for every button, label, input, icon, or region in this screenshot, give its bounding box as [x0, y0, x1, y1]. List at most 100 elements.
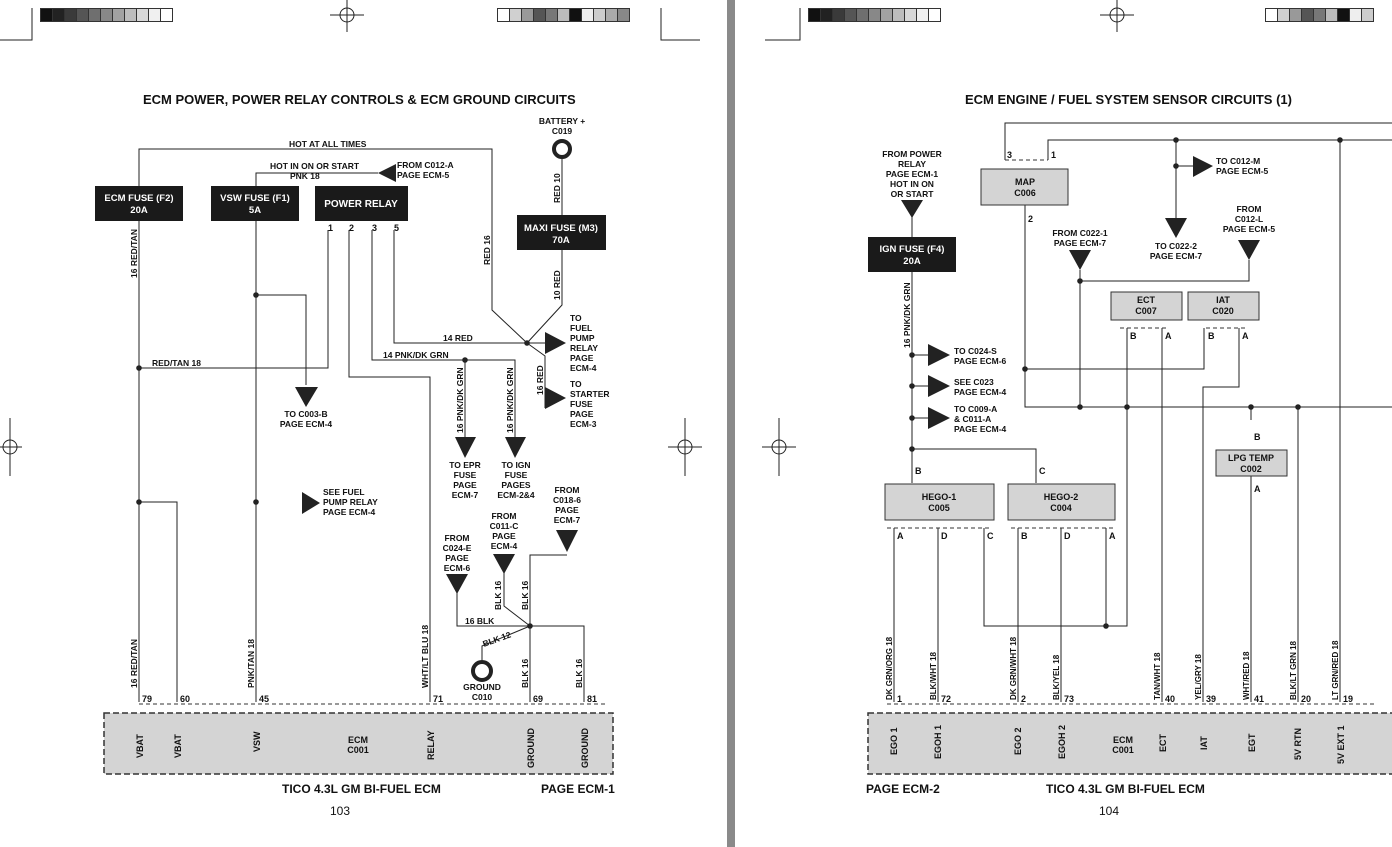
svg-text:C: C: [1039, 466, 1046, 476]
svg-text:FROM POWER: FROM POWER: [882, 149, 942, 159]
ecm-connector-c001: ECM C001 EGO 1 EGOH 1 EGO 2 EGOH 2 ECT I…: [867, 712, 1392, 775]
svg-text:C018-6: C018-6: [553, 495, 581, 505]
svg-text:C005: C005: [928, 503, 950, 513]
svg-text:A: A: [1165, 331, 1172, 341]
svg-text:PAGE ECM-1: PAGE ECM-1: [886, 169, 939, 179]
svg-text:BLK/YEL 18: BLK/YEL 18: [1052, 654, 1061, 700]
svg-text:41: 41: [1254, 694, 1264, 704]
svg-text:HOT IN ON: HOT IN ON: [890, 179, 934, 189]
iat-sensor-box: [1187, 291, 1260, 321]
ect-sensor-box: [1110, 291, 1183, 321]
svg-text:BLK 16: BLK 16: [574, 658, 584, 688]
svg-text:PAGE ECM-5: PAGE ECM-5: [1223, 224, 1276, 234]
svg-text:C001: C001: [1112, 745, 1134, 755]
svg-text:81: 81: [587, 694, 597, 704]
svg-text:20A: 20A: [130, 205, 148, 216]
svg-text:2: 2: [349, 223, 354, 233]
svg-text:C010: C010: [472, 692, 493, 702]
svg-text:TO C003-B: TO C003-B: [284, 409, 327, 419]
svg-text:PAGE: PAGE: [570, 409, 594, 419]
ign-fuse-box: IGN FUSE (F4) 20A: [868, 237, 956, 272]
svg-text:TO C012-M: TO C012-M: [1216, 156, 1260, 166]
lpg-temp-box: [1215, 449, 1288, 477]
footer-page-ref: PAGE ECM-2: [866, 782, 940, 796]
svg-text:ECT: ECT: [1158, 733, 1168, 752]
ground-terminal-icon: [471, 660, 493, 682]
svg-text:C002: C002: [1240, 464, 1262, 474]
svg-text:C024-E: C024-E: [443, 543, 472, 553]
svg-text:ECM-7: ECM-7: [452, 490, 479, 500]
relay-pins: 1 2 3 5: [328, 223, 399, 233]
svg-text:5: 5: [394, 223, 399, 233]
svg-text:1: 1: [328, 223, 333, 233]
svg-text:D: D: [941, 531, 948, 541]
svg-text:RED 10: RED 10: [552, 173, 562, 203]
svg-text:HEGO-2: HEGO-2: [1044, 492, 1079, 502]
svg-text:PAGE ECM-5: PAGE ECM-5: [1216, 166, 1269, 176]
wire-label: 16 PNK/DK GRN: [902, 282, 912, 348]
svg-text:10 RED: 10 RED: [552, 270, 562, 300]
svg-text:TO C022-2: TO C022-2: [1155, 241, 1197, 251]
svg-text:ECT: ECT: [1137, 295, 1156, 305]
svg-text:PUMP RELAY: PUMP RELAY: [323, 497, 378, 507]
svg-text:C: C: [987, 531, 994, 541]
ecm-power-schematic: ECM FUSE (F2) 20A VSW FUSE (F1) 5A POWER…: [0, 0, 702, 775]
svg-text:LT GRN/RED 18: LT GRN/RED 18: [1331, 640, 1340, 700]
connector-pins: 1 72 2 73 40 39 41 20 19: [897, 694, 1353, 704]
svg-text:ECM-3: ECM-3: [570, 419, 597, 429]
svg-text:2: 2: [1021, 694, 1026, 704]
svg-text:FUSE: FUSE: [454, 470, 477, 480]
svg-text:PAGE ECM-4: PAGE ECM-4: [323, 507, 376, 517]
registration-marks: [762, 0, 1134, 476]
svg-text:ECM-4: ECM-4: [570, 363, 597, 373]
svg-text:PUMP: PUMP: [570, 333, 595, 343]
svg-text:VSW FUSE (F1): VSW FUSE (F1): [220, 193, 290, 204]
page-title: ECM ENGINE / FUEL SYSTEM SENSOR CIRCUITS…: [965, 92, 1292, 107]
svg-text:16 PNK/DK GRN: 16 PNK/DK GRN: [455, 367, 465, 433]
arrow-icons: [295, 164, 578, 594]
svg-text:EGOH 1: EGOH 1: [933, 725, 943, 759]
svg-text:ECM: ECM: [348, 735, 368, 745]
reference-notes: BATTERY + C019 GROUND C010 FROM C012-A P…: [280, 116, 610, 702]
svg-text:PNK/TAN 18: PNK/TAN 18: [246, 639, 256, 688]
connector-pins: 79 60 45 71 69 81: [142, 694, 597, 704]
svg-text:ECM-4: ECM-4: [491, 541, 518, 551]
registration-marks: [0, 0, 702, 476]
connector-dashes: [887, 159, 1375, 705]
svg-text:PAGE ECM-4: PAGE ECM-4: [954, 387, 1007, 397]
hego1-box: [884, 483, 995, 521]
svg-text:1: 1: [897, 694, 902, 704]
reference-notes: FROM POWER RELAY PAGE ECM-1 HOT IN ON OR…: [882, 149, 1275, 434]
svg-text:EGO 2: EGO 2: [1013, 727, 1023, 755]
svg-text:TO: TO: [570, 379, 582, 389]
wire-labels-vertical: DK GRN/ORG 18 BLK/WHT 18 DK GRN/WHT 18 B…: [885, 636, 1340, 700]
power-relay-box: POWER RELAY: [315, 186, 408, 221]
svg-text:GROUND: GROUND: [463, 682, 501, 692]
svg-text:ECM-6: ECM-6: [444, 563, 471, 573]
svg-text:39: 39: [1206, 694, 1216, 704]
svg-text:RELAY: RELAY: [570, 343, 598, 353]
svg-text:PAGE: PAGE: [492, 531, 516, 541]
svg-text:14 PNK/DK GRN: 14 PNK/DK GRN: [383, 350, 449, 360]
svg-text:C019: C019: [552, 126, 573, 136]
ecm-fuse-box: ECM FUSE (F2) 20A: [95, 186, 183, 221]
svg-text:20A: 20A: [903, 256, 921, 267]
svg-text:HEGO-1: HEGO-1: [922, 492, 957, 502]
svg-text:MAXI FUSE (M3): MAXI FUSE (M3): [524, 223, 598, 234]
svg-text:VBAT: VBAT: [135, 734, 145, 758]
svg-text:79: 79: [142, 694, 152, 704]
svg-text:FROM: FROM: [554, 485, 579, 495]
svg-text:FUSE: FUSE: [505, 470, 528, 480]
hego2-box: [1007, 483, 1116, 521]
wires: [138, 148, 585, 702]
svg-text:B: B: [1130, 331, 1137, 341]
page-number: 103: [330, 804, 351, 818]
svg-text:14 RED: 14 RED: [443, 333, 473, 343]
svg-text:BLK/LT GRN 18: BLK/LT GRN 18: [1289, 640, 1298, 700]
svg-text:PAGE ECM-7: PAGE ECM-7: [1150, 251, 1203, 261]
svg-text:BLK/WHT 18: BLK/WHT 18: [929, 651, 938, 700]
svg-text:BLK 16: BLK 16: [493, 580, 503, 610]
svg-text:DK GRN/ORG 18: DK GRN/ORG 18: [885, 636, 894, 700]
